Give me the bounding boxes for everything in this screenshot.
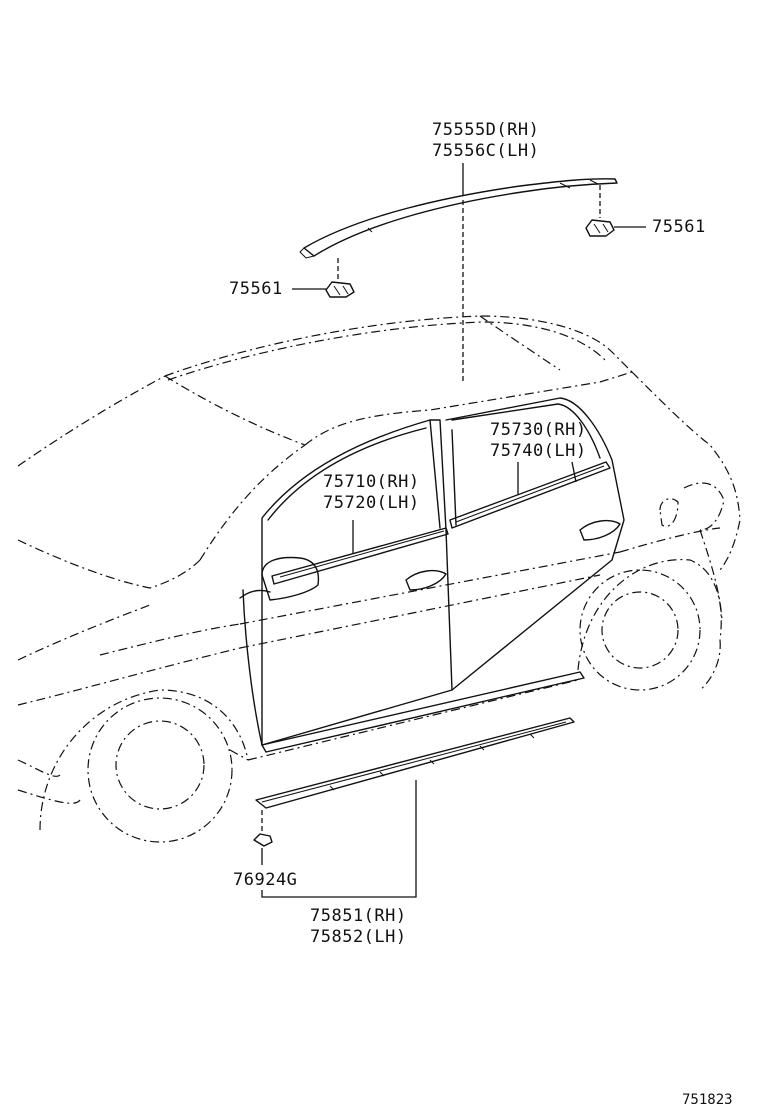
clip-left[interactable] bbox=[325, 281, 355, 298]
label-rear-door-rh: 75730(RH) bbox=[490, 420, 587, 440]
car-body-outline bbox=[17, 315, 741, 843]
label-front-door-rh: 75710(RH) bbox=[323, 472, 420, 492]
front-door bbox=[239, 419, 453, 746]
front-door-belt-molding[interactable] bbox=[271, 527, 449, 585]
rocker-molding[interactable] bbox=[255, 717, 575, 809]
label-rocker-rh: 75851(RH) bbox=[310, 906, 407, 926]
clip-right[interactable] bbox=[585, 219, 615, 237]
label-roof-lh: 75556C(LH) bbox=[432, 141, 539, 161]
label-rocker-lh: 75852(LH) bbox=[310, 927, 407, 947]
roof-molding[interactable] bbox=[299, 178, 618, 259]
label-rear-door-lh: 75740(LH) bbox=[490, 441, 587, 461]
label-rocker-clip: 76924G bbox=[233, 870, 297, 890]
label-front-door-lh: 75720(LH) bbox=[323, 493, 420, 513]
diagram-code: 751823 bbox=[682, 1092, 733, 1108]
label-clip-right: 75561 bbox=[652, 217, 706, 237]
rear-door-belt-molding[interactable] bbox=[449, 461, 611, 529]
rocker-clip[interactable] bbox=[253, 833, 273, 847]
rear-door bbox=[429, 397, 625, 691]
label-roof-rh: 75555D(RH) bbox=[432, 120, 539, 140]
label-clip-left: 75561 bbox=[229, 279, 283, 299]
